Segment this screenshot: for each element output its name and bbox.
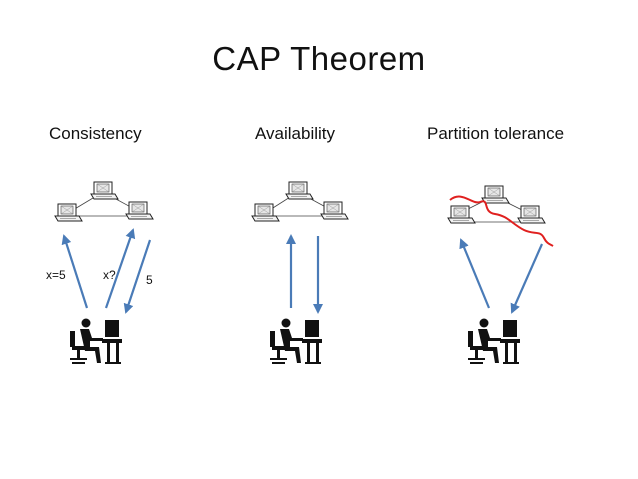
- slide-title: CAP Theorem: [212, 40, 426, 77]
- consistency-network: [54, 181, 154, 222]
- annotation-response-5: 5: [146, 273, 153, 287]
- arrow-response: [123, 239, 152, 314]
- annotation-read-x: x?: [103, 268, 116, 282]
- partition-line: [449, 195, 554, 247]
- availability-network: [251, 181, 349, 222]
- heading-partition-tolerance: Partition tolerance: [427, 124, 565, 143]
- arrow-write: [61, 234, 89, 309]
- server-icon: [54, 203, 83, 222]
- arrow-read: [104, 228, 136, 309]
- server-icon: [481, 185, 510, 204]
- user-workstation-icon: [269, 317, 323, 365]
- server-icon: [90, 181, 119, 200]
- annotation-write-x5: x=5: [46, 268, 66, 282]
- partition-network: [447, 185, 554, 247]
- server-icon: [320, 201, 349, 220]
- heading-consistency: Consistency: [49, 124, 142, 143]
- user-workstation-icon: [467, 317, 521, 365]
- server-icon: [447, 205, 476, 224]
- server-icon: [125, 201, 154, 220]
- arrow-request: [459, 238, 491, 309]
- user-workstation-icon: [69, 317, 123, 365]
- server-icon: [285, 181, 314, 200]
- arrow-response: [510, 243, 544, 314]
- server-icon: [517, 205, 546, 224]
- heading-availability: Availability: [255, 124, 336, 143]
